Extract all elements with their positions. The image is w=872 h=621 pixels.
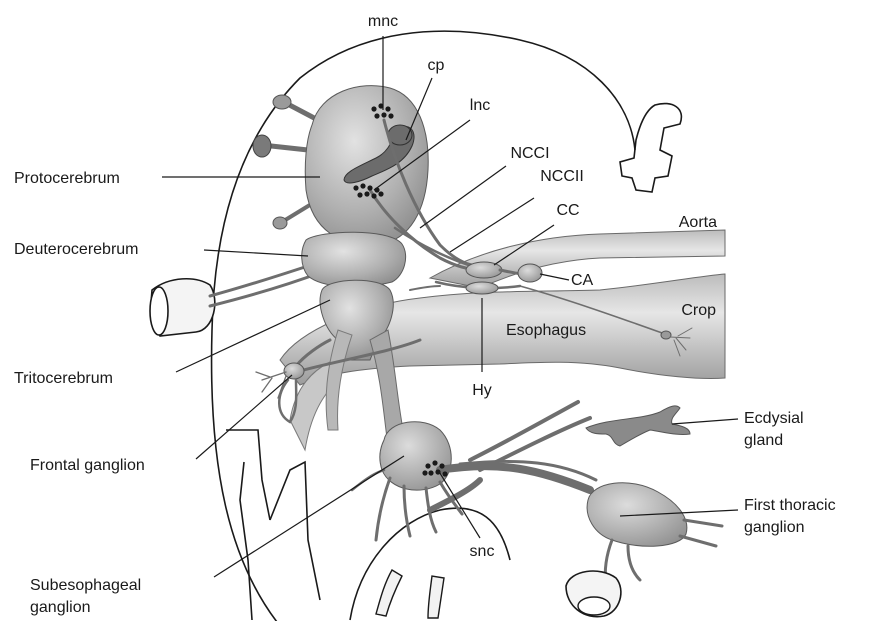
label-mnc: mnc	[368, 13, 398, 30]
label-nccii: NCCII	[540, 168, 584, 185]
first-thoracic-ganglion	[587, 483, 722, 584]
deuterocerebrum-lobe	[302, 232, 406, 287]
mouthparts	[376, 570, 621, 618]
label-subesophageal-ganglion-2: ganglion	[30, 599, 91, 616]
label-ca: CA	[571, 272, 594, 289]
label-snc: snc	[470, 543, 495, 560]
label-protocerebrum: Protocerebrum	[14, 170, 120, 187]
label-first-thoracic-ganglion-2: ganglion	[744, 519, 805, 536]
label-esophagus: Esophagus	[506, 322, 586, 339]
label-ecdysial-gland-1: Ecdysial	[744, 410, 804, 427]
ecdysial-gland	[586, 406, 690, 446]
label-lnc: lnc	[470, 97, 490, 114]
label-cc: CC	[556, 202, 579, 219]
label-deuterocerebrum: Deuterocerebrum	[14, 241, 139, 258]
hypocerebral-ganglion	[466, 282, 498, 294]
subesophageal-ganglion	[352, 422, 462, 540]
label-tritocerebrum: Tritocerebrum	[14, 370, 113, 387]
label-subesophageal-ganglion-1: Subesophageal	[30, 577, 141, 594]
background-nerves	[430, 402, 590, 510]
antennal-socket	[150, 262, 322, 336]
protocerebrum-lobe	[253, 86, 428, 245]
label-cp: cp	[428, 57, 445, 74]
label-crop: Crop	[681, 302, 716, 319]
label-ncci: NCCI	[510, 145, 549, 162]
label-ecdysial-gland-2: gland	[744, 432, 783, 449]
label-hy: Hy	[472, 382, 492, 399]
label-first-thoracic-ganglion-1: First thoracic	[744, 497, 836, 514]
label-frontal-ganglion: Frontal ganglion	[30, 457, 145, 474]
corpus-cardiacum	[466, 262, 502, 278]
ventral-nerve-cord	[440, 461, 596, 490]
label-aorta: Aorta	[679, 214, 717, 231]
